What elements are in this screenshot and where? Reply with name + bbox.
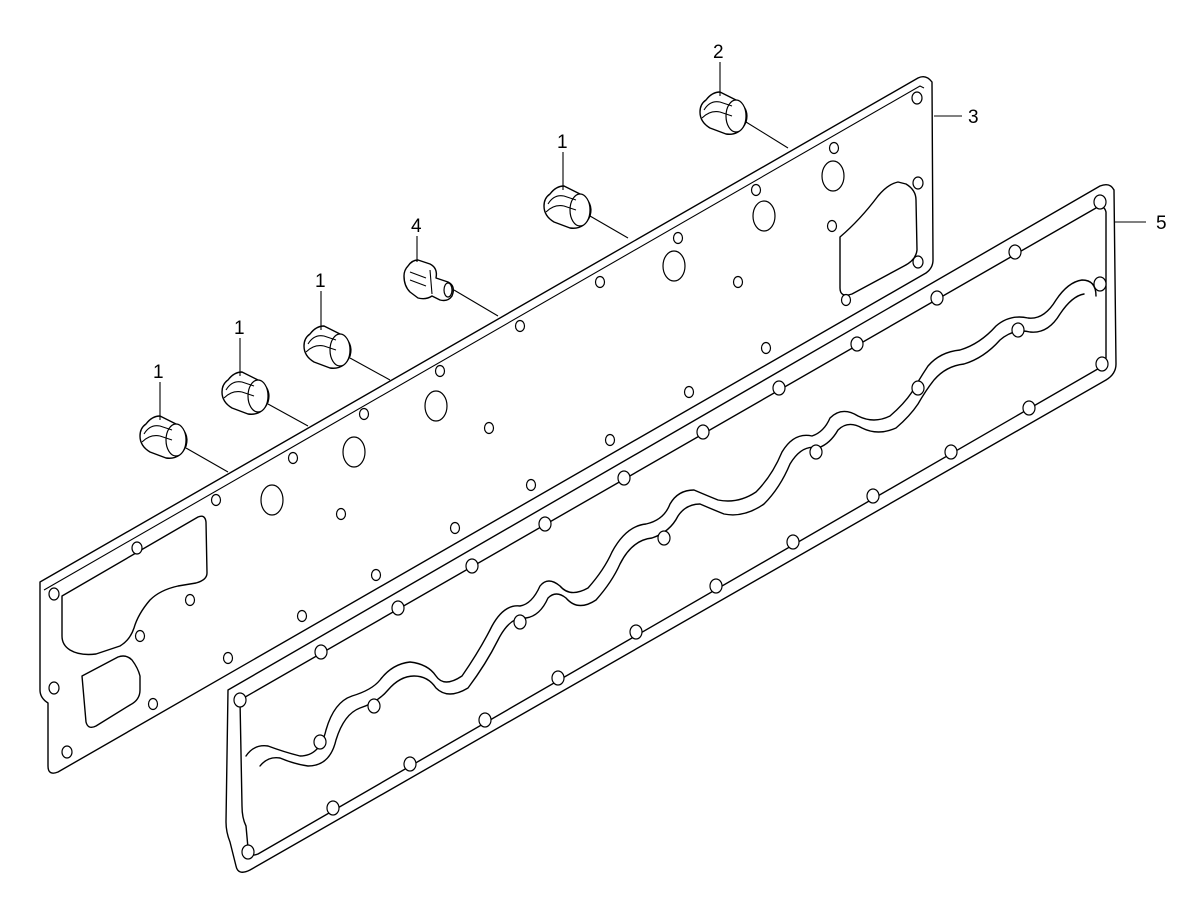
leader-lines [159, 62, 1146, 473]
gasket-wave-bead-inner [259, 293, 1085, 767]
plate-left-cutout [61, 515, 208, 656]
callout-gasket: 5 [1156, 213, 1167, 234]
callout-plate: 3 [968, 107, 979, 128]
gasket-outer-bead [239, 205, 1107, 856]
callout-plug-a: 1 [153, 362, 164, 383]
plate-holes [48, 91, 924, 759]
plug-1d[interactable] [543, 185, 592, 229]
plate-right-cutout [839, 181, 918, 296]
plate-lower-cutout [81, 655, 141, 729]
callout-plug-b: 1 [234, 318, 245, 339]
cover-plate[interactable] [39, 75, 934, 774]
callout-fitting: 4 [411, 216, 422, 237]
plug-1c[interactable] [303, 325, 352, 369]
gasket-outer [225, 183, 1117, 873]
callout-labels: 1 1 1 4 1 2 3 5 [153, 42, 1167, 383]
callout-plug-e: 2 [713, 42, 724, 63]
plug-1b[interactable] [221, 371, 270, 415]
fitting-4[interactable] [403, 259, 455, 302]
plug-1a[interactable] [139, 415, 188, 459]
plate-edge [43, 85, 925, 591]
plug-2[interactable] [699, 91, 748, 135]
gasket-wave-bead-outer [245, 279, 1097, 757]
gasket-holes [233, 194, 1109, 860]
callout-plug-d: 1 [557, 132, 568, 153]
callout-plug-c: 1 [315, 271, 326, 292]
gasket[interactable] [225, 183, 1117, 873]
